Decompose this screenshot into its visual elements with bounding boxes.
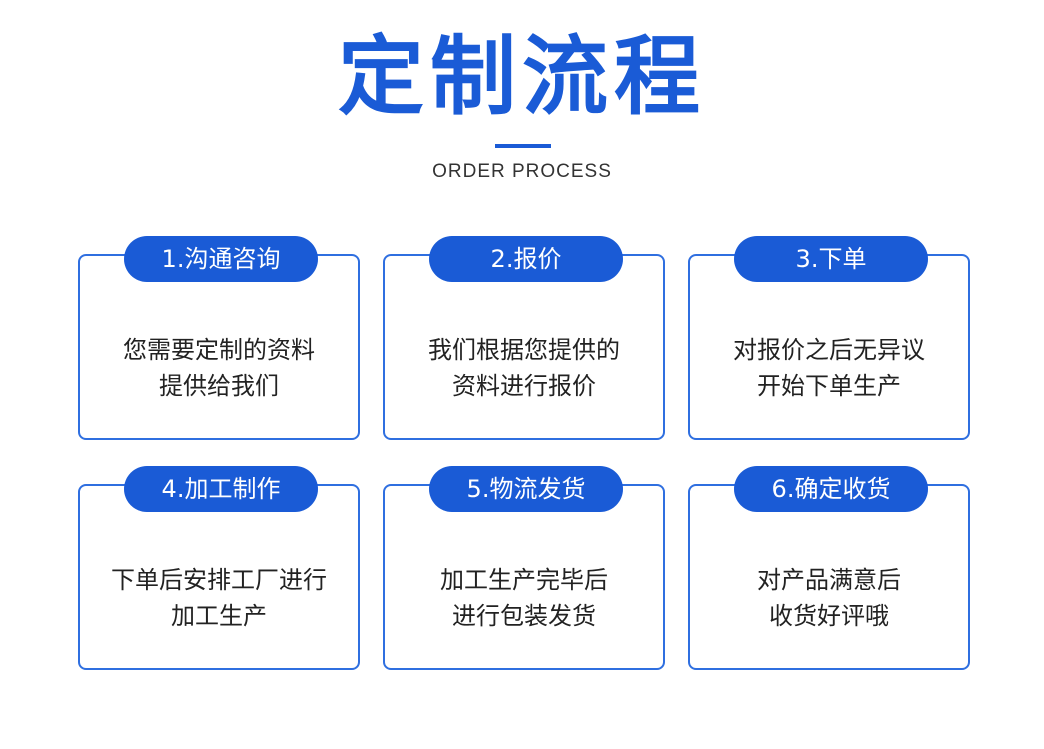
step-card-1: 1.沟通咨询 您需要定制的资料 提供给我们 (78, 236, 360, 440)
step-description: 我们根据您提供的 资料进行报价 (385, 332, 663, 404)
title-divider (495, 144, 551, 148)
step-description-line: 下单后安排工厂进行 (111, 566, 327, 594)
step-description: 对报价之后无异议 开始下单生产 (690, 332, 968, 404)
step-description-line: 对产品满意后 (757, 566, 901, 594)
step-card-6: 6.确定收货 对产品满意后 收货好评哦 (688, 466, 970, 670)
step-description-line: 进行包装发货 (452, 602, 596, 630)
step-description-line: 您需要定制的资料 (123, 336, 315, 364)
step-description-line: 我们根据您提供的 (428, 336, 620, 364)
process-steps-grid: 1.沟通咨询 您需要定制的资料 提供给我们 2.报价 我们根据您提供的 资料进行… (78, 236, 974, 670)
step-description: 对产品满意后 收货好评哦 (690, 562, 968, 634)
step-description-line: 收货好评哦 (769, 602, 889, 630)
step-description-line: 资料进行报价 (452, 372, 596, 400)
step-description: 您需要定制的资料 提供给我们 (80, 332, 358, 404)
step-badge: 1.沟通咨询 (124, 236, 318, 282)
step-description-line: 开始下单生产 (757, 372, 901, 400)
step-badge: 5.物流发货 (429, 466, 623, 512)
step-card-4: 4.加工制作 下单后安排工厂进行 加工生产 (78, 466, 360, 670)
step-description: 加工生产完毕后 进行包装发货 (385, 562, 663, 634)
step-badge: 4.加工制作 (124, 466, 318, 512)
page-title: 定制流程 (338, 27, 706, 127)
step-card-5: 5.物流发货 加工生产完毕后 进行包装发货 (383, 466, 665, 670)
step-description-line: 对报价之后无异议 (733, 336, 925, 364)
step-description-line: 加工生产完毕后 (440, 566, 608, 594)
page-subtitle: ORDER PROCESS (432, 161, 612, 182)
step-card-3: 3.下单 对报价之后无异议 开始下单生产 (688, 236, 970, 440)
step-badge: 3.下单 (734, 236, 928, 282)
step-badge: 2.报价 (429, 236, 623, 282)
step-description-line: 提供给我们 (159, 372, 279, 400)
step-description: 下单后安排工厂进行 加工生产 (80, 562, 358, 634)
step-badge: 6.确定收货 (734, 466, 928, 512)
step-description-line: 加工生产 (171, 602, 267, 630)
step-card-2: 2.报价 我们根据您提供的 资料进行报价 (383, 236, 665, 440)
